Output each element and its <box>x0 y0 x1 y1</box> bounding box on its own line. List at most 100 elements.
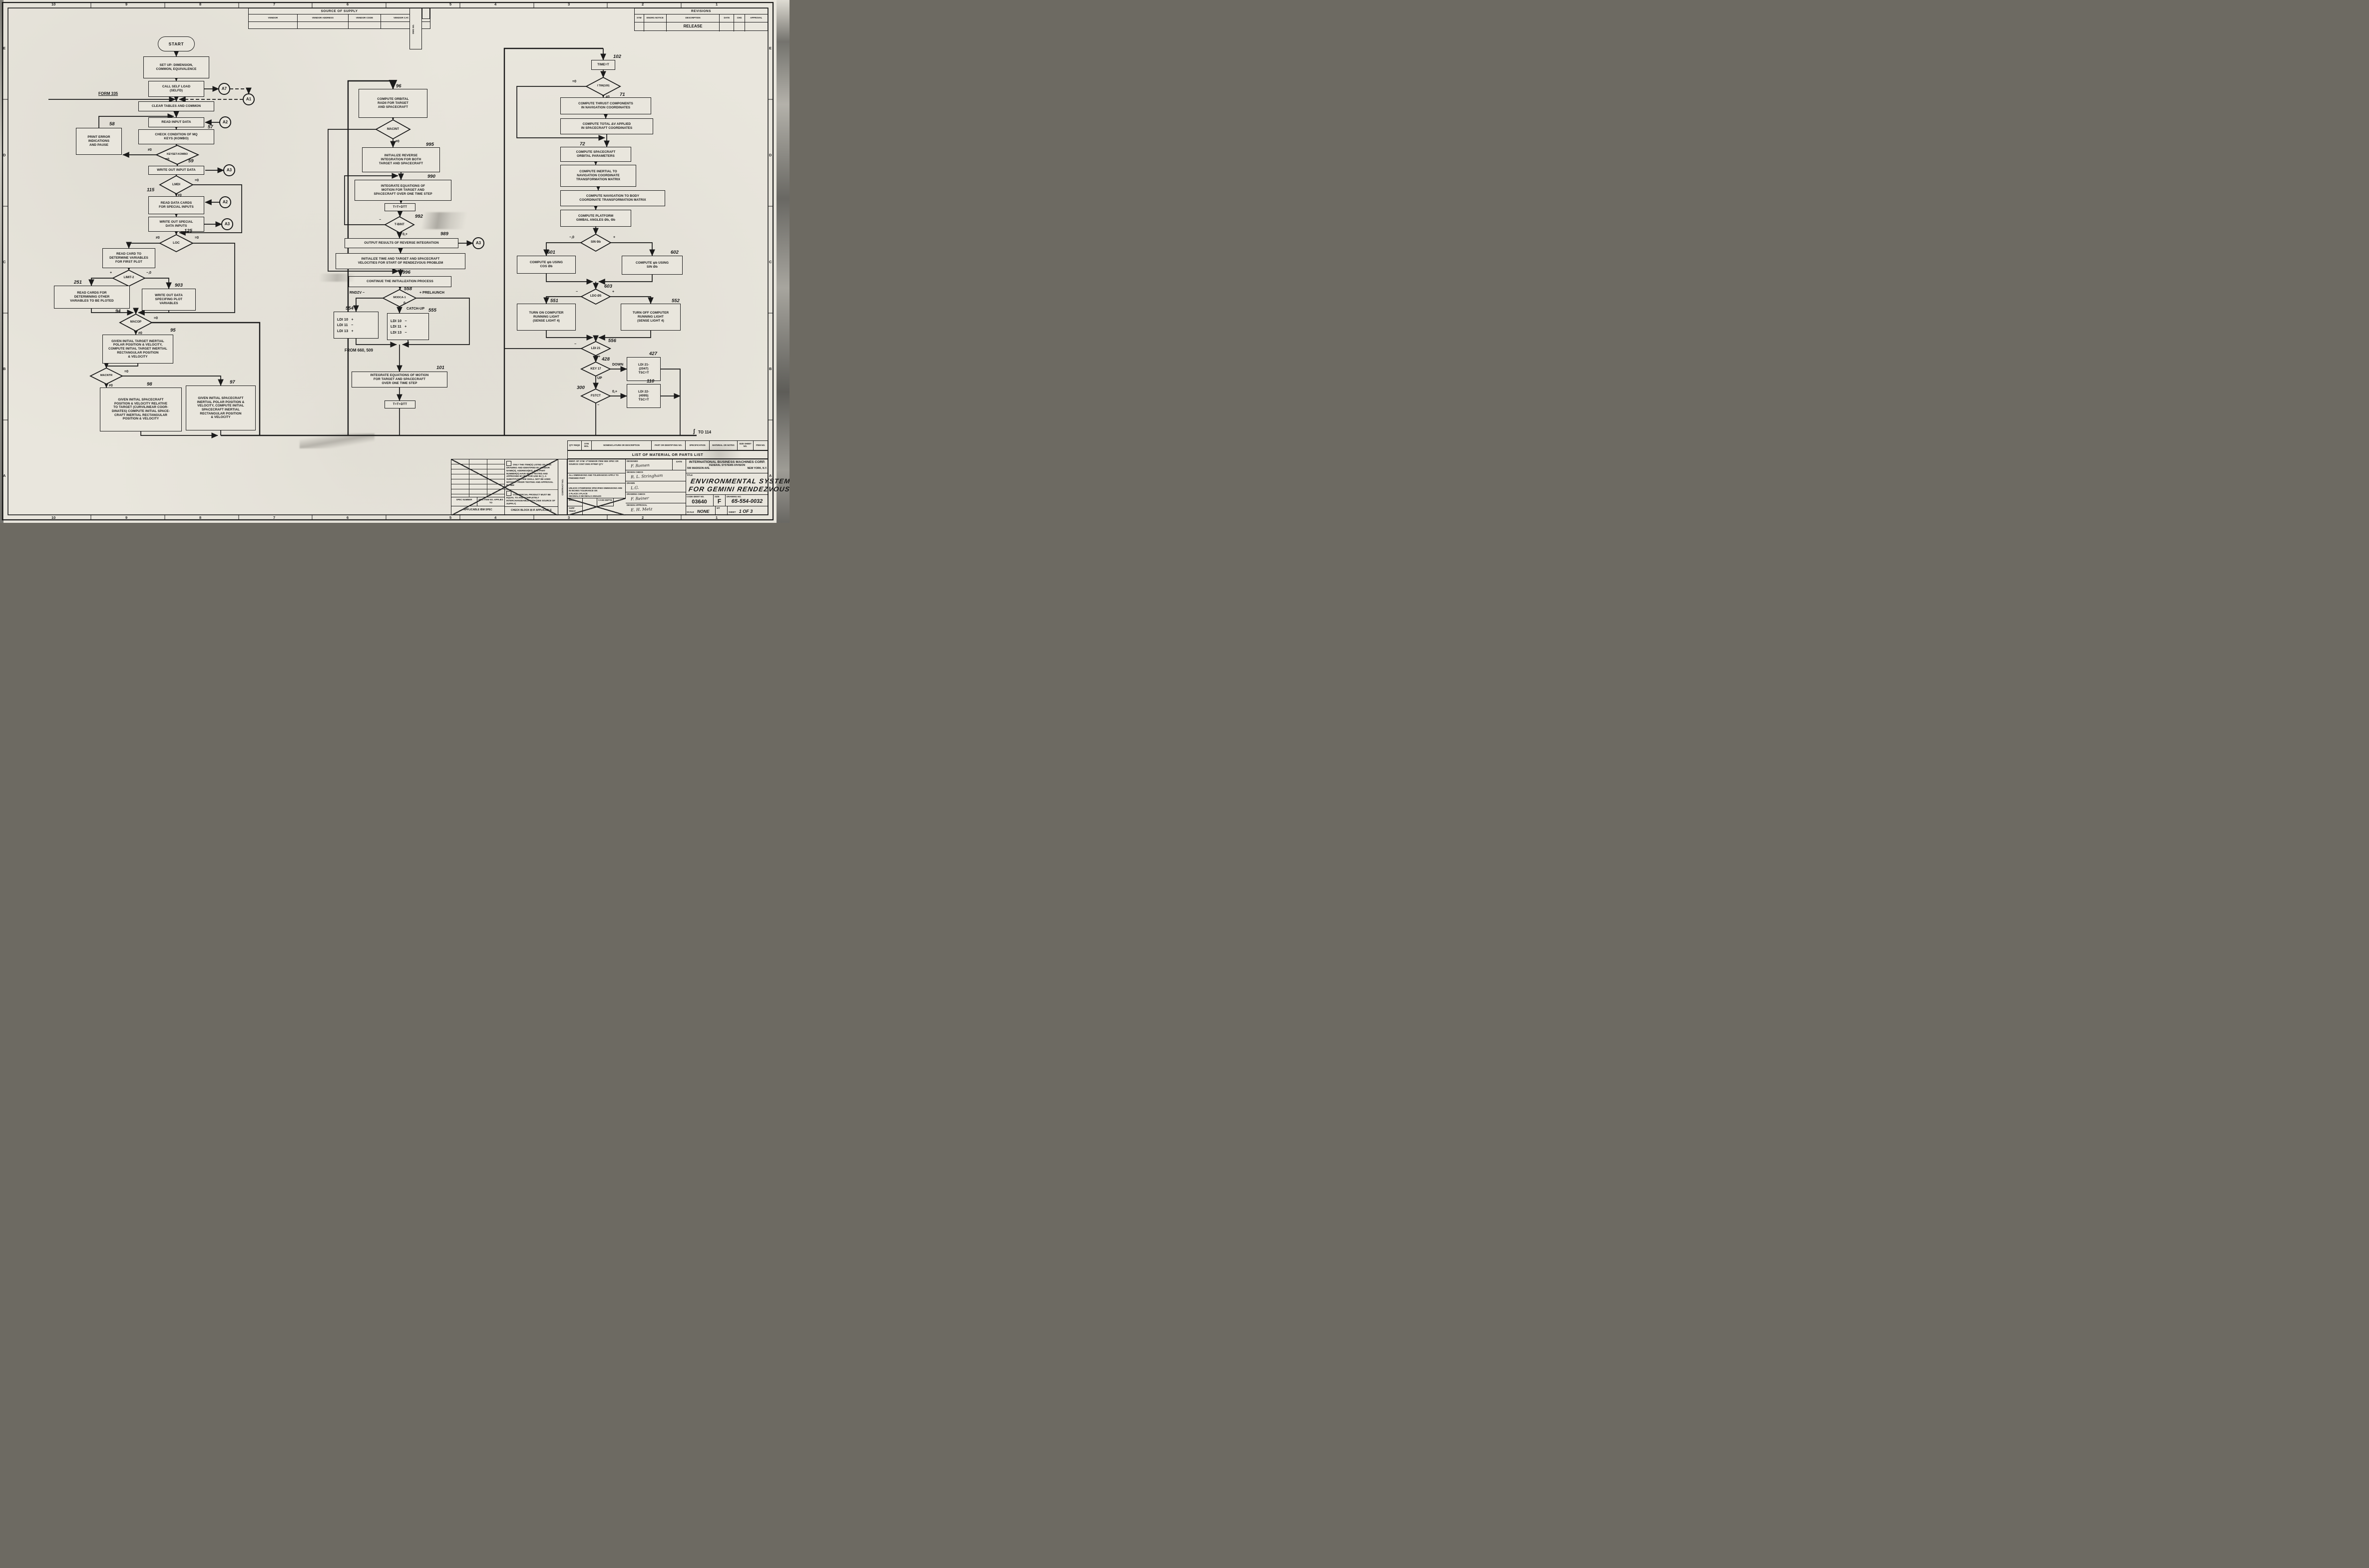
flow-edge-16 <box>179 184 242 236</box>
flow-edge-22 <box>126 242 160 249</box>
flow-edge-80 <box>353 298 383 312</box>
zone-bottom-10: 10 <box>51 515 56 520</box>
flow-number-251: 251 <box>74 280 82 285</box>
flow-box-orbradii: COMPUTE ORBITAL RADII FOR TARGET AND SPA… <box>359 89 427 118</box>
flow-connector-label-A3-3: A3 <box>226 168 232 172</box>
flow-edge-72 <box>344 173 398 225</box>
flow-edge-57 <box>546 331 593 341</box>
flow-text-label-2: TO 114 <box>698 430 712 434</box>
flow-diamond-label-key17: KEY 17 <box>590 367 601 371</box>
flow-cond-label-13: − <box>379 218 382 222</box>
flow-diamond-macntr <box>89 367 124 385</box>
zone-right-D: D <box>769 153 772 157</box>
title-cell: TITLE ENVIRONMENTAL SYSTEM FOR GEMINI RE… <box>686 473 790 495</box>
flow-box-orbparams: COMPUTE SPACECRAFT ORBITAL PARAMETERS <box>560 147 631 162</box>
flow-box-givensc98: GIVEN INITIAL SPACECRAFT POSITION & VELO… <box>100 388 182 431</box>
flow-cond-label-7: −,0 <box>146 271 151 275</box>
flow-edge-56 <box>610 296 654 304</box>
rev-cell-0 <box>635 22 644 31</box>
sheet-label: SHEET <box>729 511 736 513</box>
flow-box-setup: SET UP: DIMENSION, COMMON, EQUIVALENCE <box>143 56 209 78</box>
ident-note: IDENT. OF SYM: V=VENDOR ITEM SEE SPEC OR… <box>568 459 626 473</box>
flow-box-printerror: PRINT ERROR INDICATIONS AND PAUSE <box>76 128 122 155</box>
pl-col-7: ITEM NO. <box>756 443 766 446</box>
contract-strip: CONTRACT NO. <box>558 459 568 515</box>
flow-diamond-label-itim: I TIM(100) <box>597 84 610 87</box>
flow-edge-69 <box>328 129 399 274</box>
flow-box-inittime: INITIALIZE TIME AND TARGET AND SPACECRAF… <box>336 253 465 269</box>
flow-diamond-label-macntr: MACNTR <box>100 374 113 377</box>
company-block: INTERNATIONAL BUSINESS MACHINES CORP. FE… <box>686 459 769 473</box>
flow-edge-51 <box>611 242 655 256</box>
address: 590 MADISON AVE. <box>687 467 710 470</box>
flow-cond-label-6: + <box>110 271 112 275</box>
flowchart-lines-layer <box>1 1 774 521</box>
signer-label-0: DESIGNED <box>627 460 638 462</box>
rev-col-5: APPROVAL <box>750 16 763 19</box>
flow-number-428: 428 <box>602 357 610 362</box>
zone-bottom-5: 5 <box>449 515 452 520</box>
flow-box-ldi555: LDI 10 − LDI 11 + LDI 13 − <box>387 313 429 340</box>
zone-left-D: D <box>3 153 6 157</box>
flow-connector-A3-5 <box>221 218 233 230</box>
size-value: F <box>717 497 722 505</box>
dwg-no-small-box <box>422 8 430 19</box>
flow-number-95: 95 <box>170 328 176 333</box>
flow-box-writeinput: WRITE OUT INPUT DATA <box>148 166 204 175</box>
dwg-no-label: DWG NO. <box>412 24 414 34</box>
unless-note: UNLESS OTHERWISE SPECIFIED DIMENSIONS AR… <box>568 483 626 498</box>
flow-edge-28 <box>88 278 113 286</box>
zone-left-A: A <box>3 473 6 478</box>
flow-edge-12 <box>98 113 174 128</box>
flow-number-300: 300 <box>577 385 585 391</box>
flow-edge-42 <box>516 86 605 141</box>
flow-diamond-label-keyset: KEYSET-KOMBO <box>166 153 188 156</box>
flow-box-tdtt2: T=T+DTT <box>385 400 415 408</box>
flow-diamond-label-modca: MODCA-1 <box>393 296 406 299</box>
sos-empty-1 <box>298 21 349 28</box>
flow-diamond-ldo05 <box>580 288 611 305</box>
flow-edge-4 <box>230 87 252 94</box>
pl-col-4: SPECIFICATION <box>686 441 710 450</box>
scale-label: SCALE <box>687 511 694 513</box>
sheet-cell: SHEET 1 OF 3 <box>728 506 769 515</box>
flow-number-102: 102 <box>613 54 621 59</box>
zone-left-C: C <box>3 260 6 264</box>
contract-no-label: CONTRACT NO. <box>561 479 564 496</box>
flow-text-label-0: FORM 335 <box>98 91 118 96</box>
flow-text-label-3: ʃ <box>693 428 695 434</box>
flow-cond-label-18: + <box>613 236 616 239</box>
flow-diamond-label-tbint: T-BINT <box>395 223 404 226</box>
flow-cond-label-14: 0,+ <box>402 233 407 236</box>
flow-box-readcard1: READ CARD TO DETERMINE VARIABLES FOR FIR… <box>102 248 155 268</box>
scale-cell: SCALE NONE <box>686 506 716 515</box>
flow-box-outputrev: OUTPUT RESULTS OF REVERSE INTEGRATION <box>345 238 458 248</box>
zone-top-10: 10 <box>51 2 56 6</box>
flow-cond-label-15: =0 <box>572 80 576 83</box>
rev-cell-5 <box>745 22 768 31</box>
flow-connector-label-A1-1: A1 <box>246 97 252 101</box>
flow-box-gimbal: COMPUTE PLATFORM GIMBAL ANGLES Øb, Θb <box>560 210 631 227</box>
flow-text-label-5: + PRELAUNCH <box>419 291 444 295</box>
drawing-title-line2: FOR GEMINI RENDEZVOUS <box>688 485 790 493</box>
flow-connector-A2-4 <box>219 196 231 208</box>
zone-left-E: E <box>3 46 6 50</box>
sos-empty-3 <box>381 21 430 28</box>
flow-diamond-lmdi <box>159 175 194 195</box>
flow-number-602: 602 <box>671 250 679 255</box>
flow-diamond-fstct <box>580 389 612 403</box>
zone-bottom-9: 9 <box>125 515 128 520</box>
rev-col-1: ENGRG NOTICE <box>644 14 667 22</box>
flow-cond-label-25: 0,+ <box>612 390 617 393</box>
flow-diamond-label-ldi21: LDI 21 <box>591 347 601 350</box>
flow-cond-label-16: ≠0 <box>606 95 610 99</box>
dim-note: ALL DIMENSIONS AND TOLERANCES APPLY TO F… <box>568 473 626 483</box>
flow-number-551: 551 <box>550 298 558 304</box>
sos-col-3: VENDOR CAT. OR P/N <box>394 16 417 19</box>
flow-box-integrate990: INTEGRATE EQUATIONS OF MOTION FOR TARGET… <box>355 180 451 201</box>
